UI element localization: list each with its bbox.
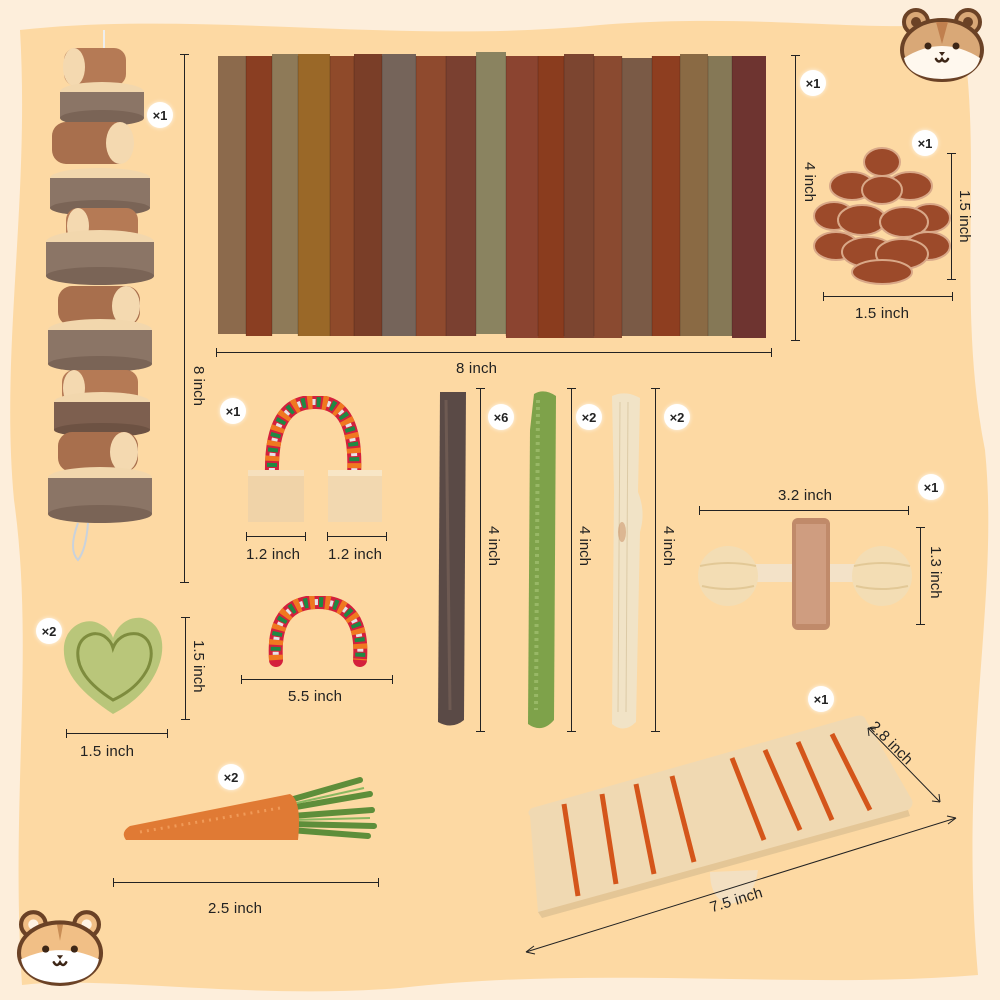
grass-stick-image bbox=[528, 391, 556, 729]
quantity-badge: ×1 bbox=[220, 398, 246, 424]
dimension-label: 1.3 inch bbox=[927, 546, 944, 599]
dimension-cap bbox=[246, 532, 247, 541]
dimension-cap bbox=[327, 532, 328, 541]
dimension-cap bbox=[476, 388, 485, 389]
dimension-cap bbox=[771, 348, 772, 357]
dimension-line bbox=[113, 882, 379, 883]
dimension-cap bbox=[916, 527, 925, 528]
dimension-cap bbox=[947, 279, 956, 280]
dimension-cap bbox=[386, 532, 387, 541]
dimension-line bbox=[655, 388, 656, 732]
dimension-cap bbox=[699, 506, 700, 515]
dimension-cap bbox=[216, 348, 217, 357]
dimension-cap bbox=[392, 675, 393, 684]
apple-stick-image bbox=[438, 392, 466, 726]
dimension-cap bbox=[66, 729, 67, 738]
dimension-line bbox=[795, 55, 796, 341]
dimension-cap bbox=[952, 292, 953, 301]
dimension-line bbox=[571, 388, 572, 732]
quantity-badge: ×2 bbox=[36, 618, 62, 644]
dimension-line bbox=[216, 352, 772, 353]
grass-heart-image bbox=[63, 617, 163, 714]
cotton-rope-image bbox=[268, 596, 368, 667]
dimension-line bbox=[920, 527, 921, 625]
quantity-badge: ×2 bbox=[218, 764, 244, 790]
dimension-label: 1.2 inch bbox=[246, 546, 301, 563]
dimension-label: 8 inch bbox=[190, 366, 207, 407]
dimension-cap bbox=[476, 731, 485, 732]
dimension-cap bbox=[651, 388, 660, 389]
dimension-label: 1.5 inch bbox=[80, 743, 135, 760]
dimension-label: 4 inch bbox=[660, 526, 677, 567]
dimension-label: 4 inch bbox=[485, 526, 502, 567]
quantity-badge: ×1 bbox=[808, 686, 834, 712]
hamster-face-icon bbox=[16, 910, 104, 986]
dimension-cap bbox=[567, 731, 576, 732]
dimension-line bbox=[241, 679, 393, 680]
dumbbell-image bbox=[698, 518, 912, 630]
dimension-cap bbox=[241, 675, 242, 684]
quantity-badge: ×1 bbox=[912, 130, 938, 156]
quantity-badge: ×6 bbox=[488, 404, 514, 430]
dimension-cap bbox=[791, 55, 800, 56]
carrot-image bbox=[123, 777, 377, 840]
sweet-bamboo-image bbox=[612, 393, 643, 729]
dimension-cap bbox=[378, 878, 379, 887]
dimension-cap bbox=[167, 729, 168, 738]
dimension-cap bbox=[791, 340, 800, 341]
rope-blocks-image bbox=[248, 396, 382, 522]
dimension-line bbox=[699, 510, 909, 511]
quantity-badge: ×1 bbox=[147, 102, 173, 128]
dimension-line bbox=[480, 388, 481, 732]
seesaw-image bbox=[528, 715, 913, 918]
dimension-line bbox=[327, 536, 387, 537]
quantity-badge: ×2 bbox=[664, 404, 690, 430]
dimension-cap bbox=[908, 506, 909, 515]
quantity-badge: ×2 bbox=[576, 404, 602, 430]
dimension-cap bbox=[180, 54, 189, 55]
pine-cone-image bbox=[813, 147, 951, 285]
dimension-line bbox=[66, 733, 168, 734]
dimension-cap bbox=[113, 878, 114, 887]
dimension-label: 2.5 inch bbox=[208, 900, 263, 917]
dimension-line bbox=[823, 296, 953, 297]
dimension-cap bbox=[181, 617, 190, 618]
dimension-line bbox=[184, 54, 185, 583]
wooden-bridge-image bbox=[218, 52, 766, 338]
dimension-label: 4 inch bbox=[576, 526, 593, 567]
dimension-cap bbox=[823, 292, 824, 301]
dimension-label: 1.5 inch bbox=[855, 305, 910, 322]
hanging-wood-chew-image bbox=[46, 30, 154, 562]
dimension-label: 8 inch bbox=[456, 360, 498, 377]
dimension-cap bbox=[567, 388, 576, 389]
hamster-face-icon bbox=[900, 8, 984, 82]
dimension-label: 1.5 inch bbox=[190, 640, 207, 693]
dimension-line bbox=[185, 617, 186, 720]
dimension-label: 5.5 inch bbox=[288, 688, 343, 705]
dimension-cap bbox=[916, 624, 925, 625]
dimension-label: 3.2 inch bbox=[778, 487, 833, 504]
dimension-label: 1.5 inch bbox=[956, 190, 973, 243]
dimension-label: 1.2 inch bbox=[328, 546, 383, 563]
quantity-badge: ×1 bbox=[918, 474, 944, 500]
dimension-line bbox=[246, 536, 306, 537]
quantity-badge: ×1 bbox=[800, 70, 826, 96]
seesaw-dimension-lines bbox=[525, 727, 957, 955]
dimension-cap bbox=[947, 153, 956, 154]
dimension-cap bbox=[305, 532, 306, 541]
dimension-cap bbox=[651, 731, 660, 732]
dimension-line bbox=[951, 153, 952, 280]
dimension-cap bbox=[180, 582, 189, 583]
dimension-cap bbox=[181, 719, 190, 720]
